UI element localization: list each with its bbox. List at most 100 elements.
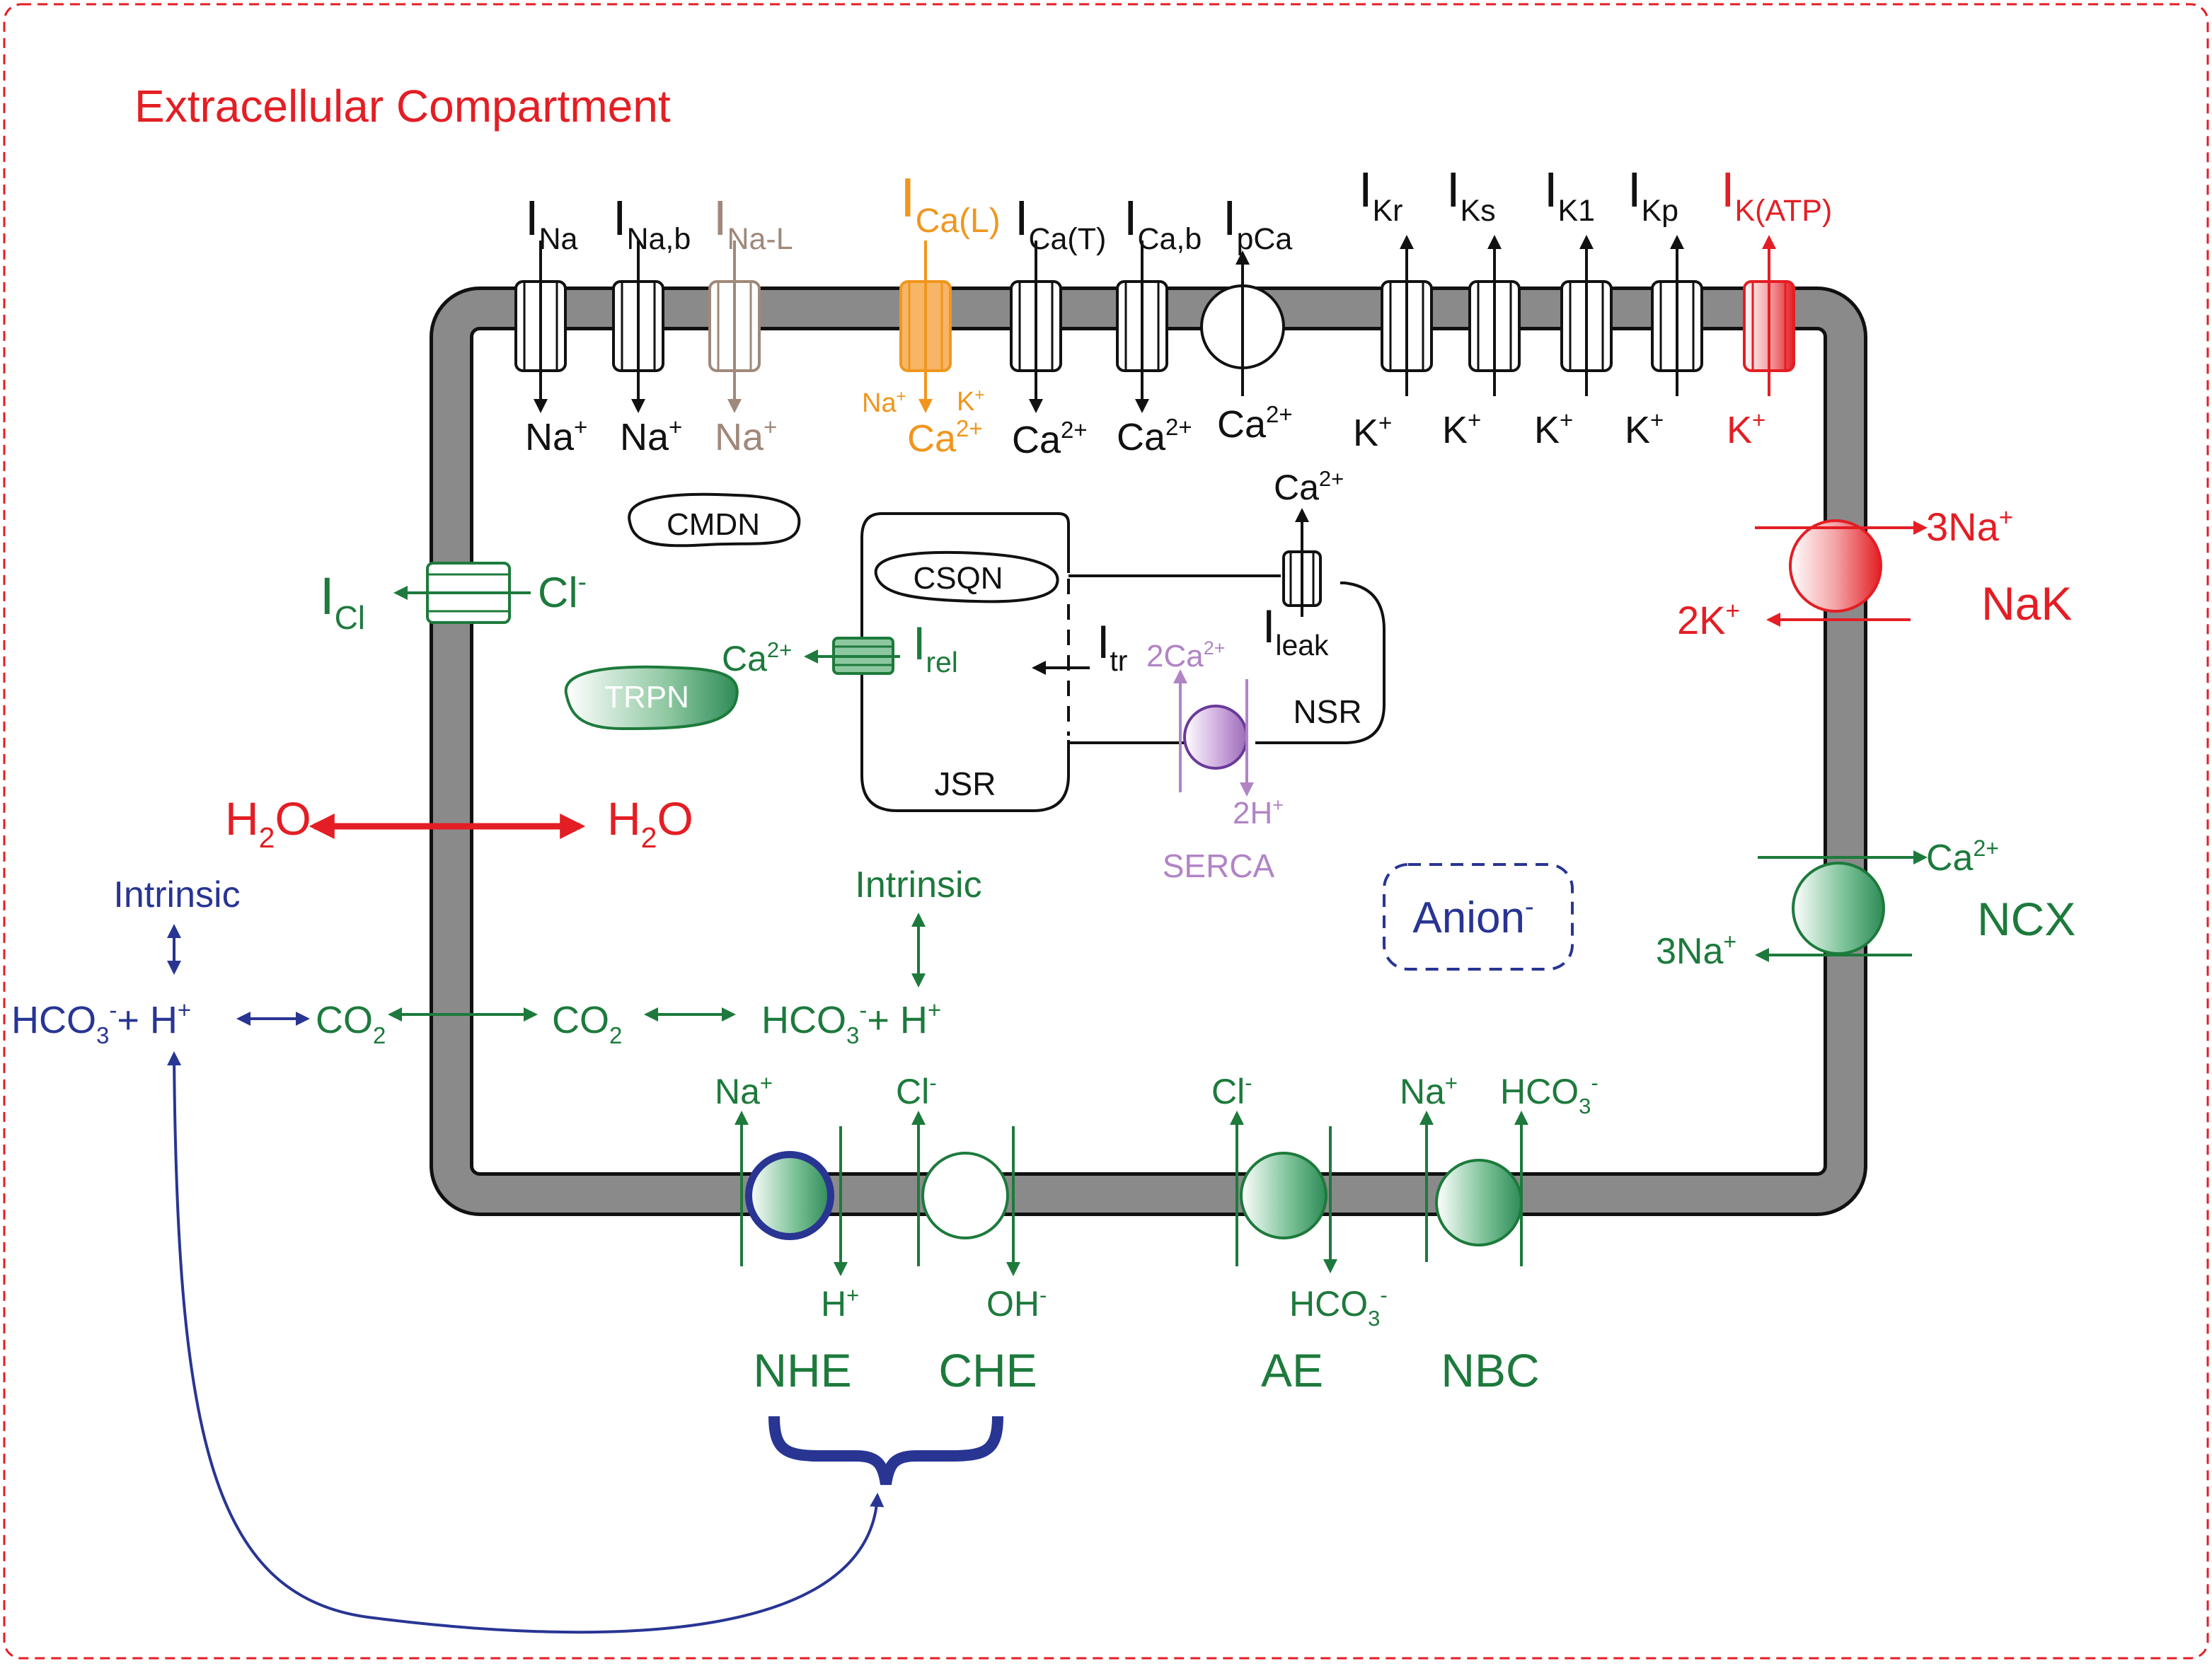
- ion-label-7-part: +: [1378, 410, 1392, 436]
- hco3-in-label-part: HCO: [761, 999, 846, 1041]
- ion-label-10-part: +: [1650, 407, 1664, 433]
- current-label-9-part: I: [1544, 162, 1557, 217]
- nbc-hco3-label-part: 3: [1579, 1094, 1591, 1118]
- nhe-na-label-part: +: [760, 1070, 773, 1095]
- current-label-8-part: I: [1446, 162, 1460, 217]
- rel-ion-label-part: Ca: [722, 639, 767, 678]
- ileak-label-part: leak: [1275, 629, 1329, 661]
- water-right-label-part: 2: [641, 821, 657, 854]
- anion-label-part: Anion: [1412, 893, 1525, 942]
- nak-na-label-part: +: [1999, 504, 2013, 531]
- current-label-9-part: K1: [1557, 194, 1595, 228]
- hco3-out-label-part: +: [178, 997, 191, 1023]
- ncx-ca-label-part: Ca: [1926, 838, 1974, 879]
- nbc-hco3-label: HCO3​-​: [1500, 1070, 1598, 1118]
- current-label-1-part: Na,b: [626, 222, 691, 256]
- anion-label-part: -: [1525, 892, 1534, 922]
- hco3-out-label: HCO3​-​+ H+​: [11, 997, 191, 1048]
- current-label-6: IpCa​: [1223, 190, 1292, 256]
- ion-label-2: Na+​: [715, 414, 777, 458]
- co2-out-label-part: 2: [373, 1022, 386, 1048]
- itr-label-part: tr: [1110, 644, 1127, 677]
- ion-label-1-part: +: [669, 414, 682, 440]
- ion-label-5-part: Ca: [1117, 416, 1166, 458]
- ion-label-0: Na+​: [525, 414, 587, 458]
- ileak-label-part: I: [1262, 600, 1275, 652]
- ion-label-11-part: +: [1752, 407, 1765, 433]
- ae-label: AE: [1261, 1344, 1323, 1396]
- current-label-6-part: I: [1223, 190, 1236, 245]
- current-label-7: IKr​: [1359, 162, 1402, 228]
- hco3-in-label-part: +: [928, 997, 941, 1023]
- jsr-outline: [860, 512, 1070, 812]
- ae-hco3-label: HCO3​-​: [1289, 1283, 1388, 1331]
- water-right-label-part: O: [657, 792, 693, 845]
- ion-label-11: K+​: [1727, 407, 1765, 451]
- jsr-label-part: JSR: [935, 765, 996, 802]
- ion-label-6-part: 2+: [1266, 401, 1293, 427]
- icl-label: ICl​: [320, 567, 365, 636]
- nhe-na-label-part: Na: [715, 1072, 760, 1111]
- ae-hco3-label-part: 3: [1368, 1306, 1380, 1331]
- ncx-label: NCX: [1977, 893, 2075, 945]
- nbc-na-label: Na+​: [1400, 1070, 1458, 1111]
- compartment-title-part: Extracellular Compartment: [134, 81, 671, 132]
- current-label-5-part: Ca,b: [1137, 222, 1202, 256]
- cmdn-label-part: CMDN: [667, 507, 760, 542]
- ph-feedback-curve: [167, 1051, 885, 1634]
- current-label-3-part: I: [900, 166, 916, 229]
- current-label-10-part: Kp: [1641, 194, 1678, 228]
- nhe-h-label: H+​: [821, 1283, 859, 1324]
- nhe-label-part: NHE: [753, 1344, 851, 1396]
- ncx-ca-label-part: 2+: [1973, 835, 1998, 861]
- ical-na-label-part: Na: [862, 388, 897, 418]
- ion-label-2-part: Na: [715, 416, 764, 458]
- jsr-label: JSR: [935, 765, 996, 802]
- ical-k-label: K+​: [957, 386, 984, 417]
- nhe-che-brace: [768, 1416, 1003, 1486]
- nak-pump: [1789, 519, 1882, 613]
- ion-label-4-part: 2+: [1061, 417, 1088, 443]
- ae-cl-label: Cl-​: [1211, 1070, 1252, 1111]
- cmdn-label: CMDN: [667, 507, 760, 542]
- serca-ca-label: 2Ca2+​: [1146, 637, 1226, 673]
- co2-in-label-part: CO: [552, 999, 609, 1041]
- itr-label-part: I: [1097, 615, 1110, 668]
- ion-label-7: K+​: [1353, 410, 1392, 454]
- water-left-label-part: 2: [259, 821, 275, 854]
- hco3-in-label-part: 3: [846, 1022, 859, 1048]
- current-label-3-part: Ca(L): [916, 202, 1001, 240]
- current-label-4: ICa(T)​: [1015, 190, 1106, 256]
- current-label-11-part: I: [1721, 162, 1734, 217]
- serca-ca-label-part: 2+: [1204, 637, 1226, 659]
- current-label-0-part: I: [525, 190, 538, 245]
- current-label-11-part: K(ATP): [1734, 194, 1832, 228]
- csqn-label-part: CSQN: [913, 561, 1003, 596]
- che-oh-label: OH-​: [986, 1283, 1047, 1324]
- irel-label: Irel​: [913, 617, 958, 678]
- ion-label-4: Ca2+​: [1012, 417, 1088, 461]
- anion-label: Anion-​: [1412, 892, 1533, 942]
- ion-label-8-part: K: [1442, 409, 1468, 451]
- current-label-1-part: I: [613, 190, 626, 245]
- ae-hco3-label-part: HCO: [1289, 1284, 1368, 1324]
- ical-na-label: Na+​: [862, 387, 906, 418]
- serca-h-label-part: +: [1272, 794, 1284, 816]
- water-left-label: H2​O: [225, 792, 311, 854]
- ion-label-4-part: Ca: [1012, 419, 1061, 461]
- nbc-label: NBC: [1441, 1344, 1539, 1396]
- nbc-cotransporter: [1435, 1159, 1523, 1246]
- co2-out-label: CO2​: [316, 999, 386, 1048]
- hco3-out-label-part: -: [109, 997, 117, 1023]
- serca-h-label: 2H+​: [1233, 794, 1284, 831]
- ncx-na-label: 3Na+​: [1656, 929, 1736, 972]
- water-right-label: H2​O: [607, 792, 693, 854]
- current-label-7-part: I: [1359, 162, 1372, 217]
- nak-na-label-part: 3Na: [1926, 504, 2000, 549]
- ae-cl-label-part: Cl: [1211, 1072, 1245, 1111]
- rel-ion-label-part: 2+: [767, 637, 792, 662]
- che-cl-label-part: -: [929, 1070, 936, 1095]
- serca-label: SERCA: [1163, 848, 1275, 884]
